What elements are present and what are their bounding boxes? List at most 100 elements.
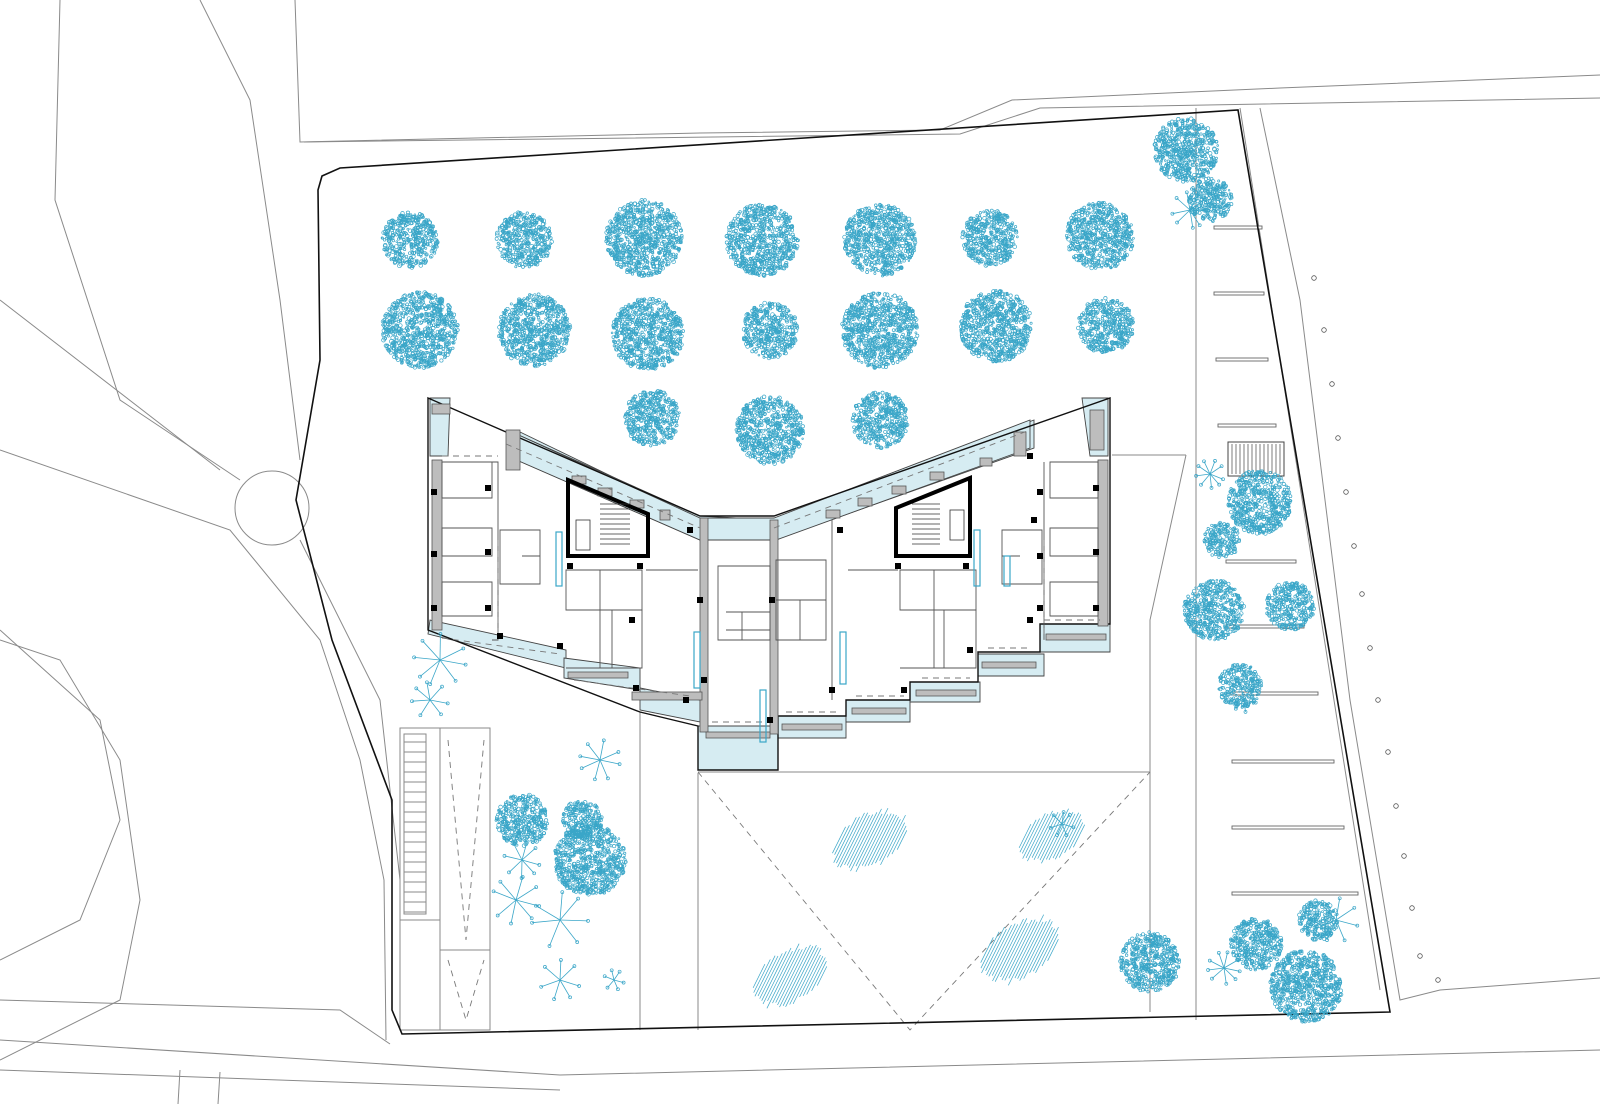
leaf-dot [768,212,772,216]
bollard [1393,803,1399,809]
stair-core-west [566,476,650,558]
leaf-dot [1014,225,1018,229]
leaf-dot [384,225,388,229]
leaf-dot [404,232,408,236]
leaf-dot [1110,246,1113,249]
bollard [1417,953,1423,959]
leaf-dot [1100,265,1104,269]
bench [1215,357,1269,362]
leaf-dot [510,232,514,235]
leaf-dot [398,235,403,240]
leaf-dot [393,228,398,234]
leaf-dot [974,222,978,225]
leaf-dot [876,249,880,253]
leaf-dot [421,258,425,262]
tree-crown [604,198,684,278]
leaf-dot [417,253,421,257]
column [485,549,491,555]
leaf-dot [867,206,871,210]
leaf-dot [429,327,432,330]
leaf-dot [734,221,737,225]
leaf-dot [879,212,882,215]
tree-crown [1064,200,1135,271]
leaf-dot [759,217,763,221]
leaf-dot [543,227,548,232]
leaf-dot [423,222,429,228]
leaf-dot [670,222,675,228]
leaf-dot [762,274,766,278]
leaf-dot [531,238,535,241]
leaf-dot [1128,247,1133,252]
leaf-dot [1010,250,1014,254]
leaf-dot [862,249,866,253]
leaf-dot [412,226,417,232]
leaf-dot [435,319,439,323]
interior-partition [492,461,499,641]
leaf-dot [852,215,855,218]
leaf-dot [403,224,408,228]
leaf-dot [512,228,516,232]
leaf-dot [429,254,434,259]
leaf-dot [870,241,874,245]
leaf-dot [527,265,531,269]
leaf-dot [401,242,405,246]
leaf-dot [885,216,889,219]
leaf-dot [758,227,762,230]
column [557,643,563,649]
leaf-dot [413,238,418,243]
leaf-dot [437,342,440,346]
exterior-wall [505,429,521,471]
leaf-dot [423,220,427,224]
leaf-dot [779,208,783,212]
leaf-dot [792,255,795,258]
plot-boundary [295,109,1391,1035]
leaf-dot [670,219,674,222]
column [837,527,843,533]
leaf-dot [648,269,652,273]
exterior-wall [431,459,443,631]
v-shaped-building [427,396,1111,771]
leaf-dot [887,235,891,238]
column [629,617,635,623]
leaf-dot [864,261,869,266]
leaf-dot [874,206,877,209]
leaf-dot [724,240,729,245]
leaf-dot [406,221,410,224]
leaf-dot [390,335,395,340]
leaf-dot [673,215,678,220]
bollard [1367,645,1373,651]
leaf-dot [1079,242,1082,245]
leaf-dot [776,239,781,244]
leaf-dot [896,208,901,213]
tree-crown [842,202,918,278]
leaf-dot [537,242,540,245]
parking-benches [1213,225,1359,896]
leaf-dot [1123,248,1127,252]
leaf-dot [421,239,425,244]
leaf-dot [1080,225,1084,229]
leaf-dot [494,236,499,241]
leaf-dot [393,222,398,227]
leaf-dot [734,231,738,235]
leaf-dot [396,216,400,219]
blue-fixture [973,529,981,587]
leaf-dot [414,260,418,263]
leaf-dot [899,220,902,223]
column [1093,485,1099,491]
leaf-dot [754,223,759,228]
leaf-dot [421,226,426,232]
leaf-dot [421,223,424,227]
leaf-dot [380,236,384,240]
leaf-dot [744,239,749,243]
column [683,697,689,703]
leaf-dot [407,238,411,242]
exterior-wall [825,509,841,519]
leaf-dot [763,224,766,228]
leaf-dot [1099,250,1102,253]
leaf-dot [748,263,751,266]
leaf-dot [543,222,547,225]
leaf-dot [1113,253,1116,257]
interior-partition [499,529,541,585]
leaf-dot [401,261,405,266]
